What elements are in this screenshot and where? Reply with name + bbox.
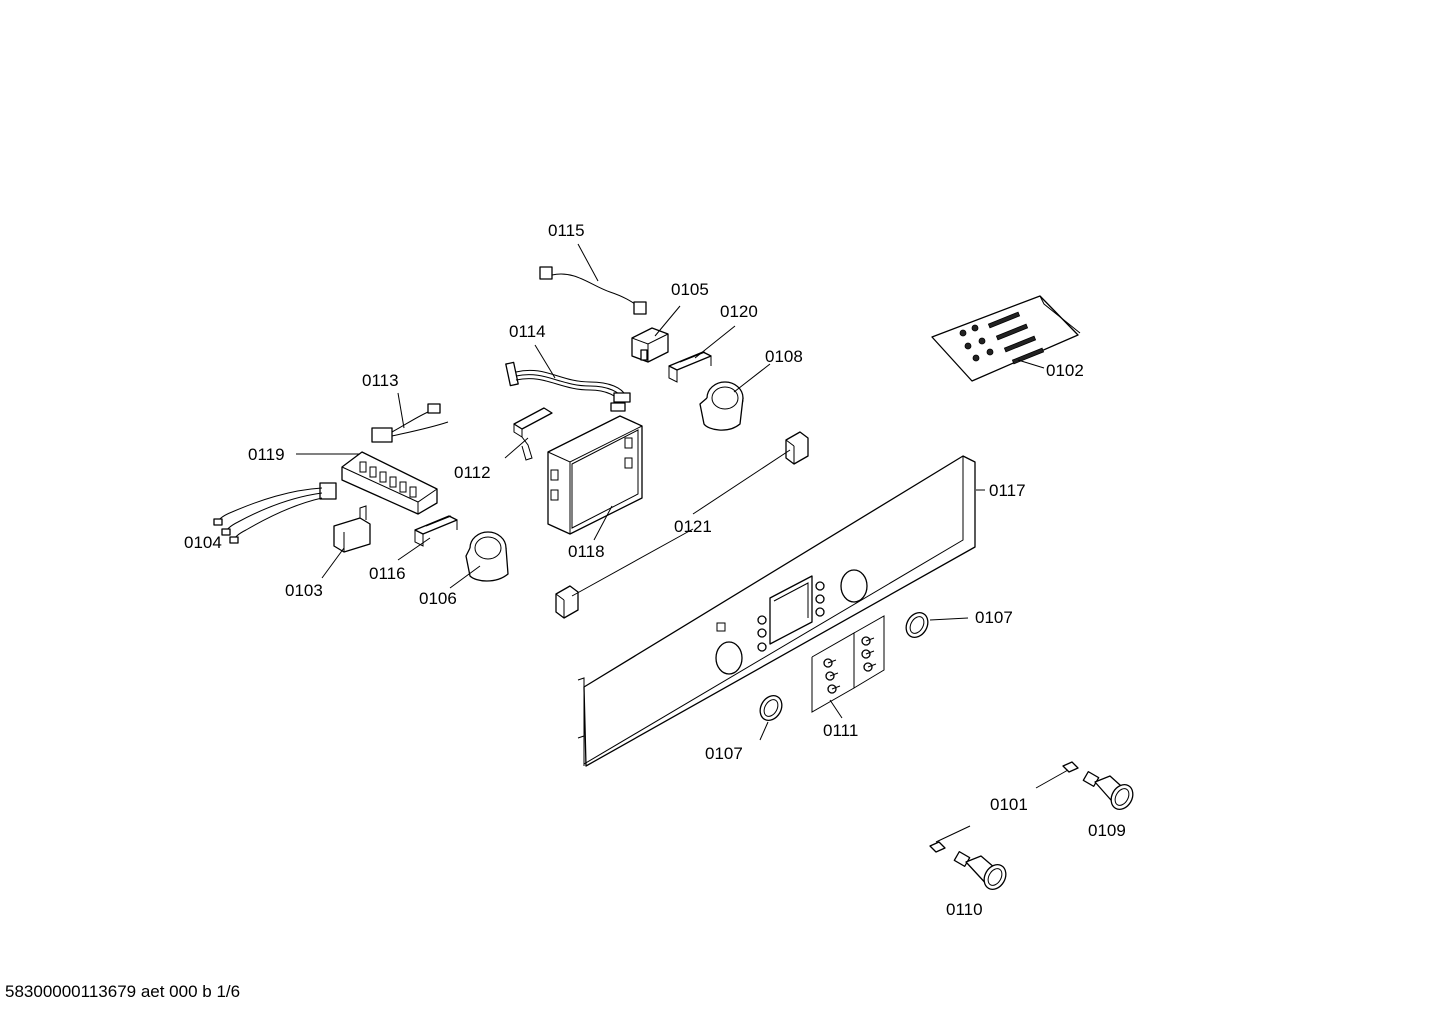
control-module-0118: [547, 402, 643, 535]
knob-0109: [1082, 771, 1134, 810]
label-0109: 0109: [1088, 821, 1126, 840]
label-0102: 0102: [1046, 361, 1084, 380]
label-0116: 0116: [369, 564, 406, 583]
ribbon-cable-0114: [505, 361, 631, 405]
screws-0111: [811, 615, 885, 713]
label-0115: 0115: [548, 221, 585, 240]
label-0104: 0104: [184, 533, 222, 552]
label-0120: 0120: [720, 302, 758, 321]
label-0107-right: 0107: [975, 608, 1013, 627]
screw-bag-0102: [931, 295, 1081, 382]
bracket-0103: [333, 505, 371, 553]
clip-0121-lower: [555, 585, 579, 619]
cap-0101-upper: [1062, 761, 1079, 773]
bracket-0112: [513, 407, 553, 461]
label-0111: 0111: [823, 721, 858, 740]
cap-0101-lower: [929, 841, 946, 853]
label-0101: 0101: [990, 795, 1028, 814]
label-0105: 0105: [671, 280, 709, 299]
knob-sleeve-0108: [699, 381, 744, 431]
holder-0116: [414, 515, 458, 547]
label-0106: 0106: [419, 589, 457, 608]
connector-0105: [631, 327, 669, 363]
label-0118: 0118: [568, 542, 605, 561]
label-0112: 0112: [454, 463, 491, 482]
label-0121: 0121: [674, 517, 712, 536]
holder-0120: [668, 351, 712, 383]
ring-0107-bottom: [759, 695, 783, 721]
label-0117: 0117: [989, 481, 1026, 500]
wire-harness-0115: [539, 266, 647, 315]
clip-0121-upper: [785, 431, 809, 465]
terminal-block-0119: [341, 451, 438, 515]
label-0110: 0110: [946, 900, 983, 919]
label-0107-bottom: 0107: [705, 744, 743, 763]
knob-sleeve-0106: [465, 531, 509, 582]
label-0108: 0108: [765, 347, 803, 366]
label-0114: 0114: [509, 322, 546, 341]
label-0103: 0103: [285, 581, 323, 600]
part-labels: 0115 0105 0120 0114 0108 0102 0113 0119 …: [184, 221, 1126, 919]
label-0119: 0119: [248, 445, 285, 464]
ring-0107-right: [905, 612, 929, 638]
label-0113: 0113: [362, 371, 399, 390]
wire-harness-0113: [371, 403, 449, 443]
wire-leads-0104: [213, 482, 337, 544]
knob-0110: [953, 851, 1007, 890]
leader-lines: [296, 243, 1069, 843]
control-panel-0117: [577, 455, 976, 767]
document-footer-code: 58300000113679 aet 000 b 1/6: [5, 982, 240, 1001]
